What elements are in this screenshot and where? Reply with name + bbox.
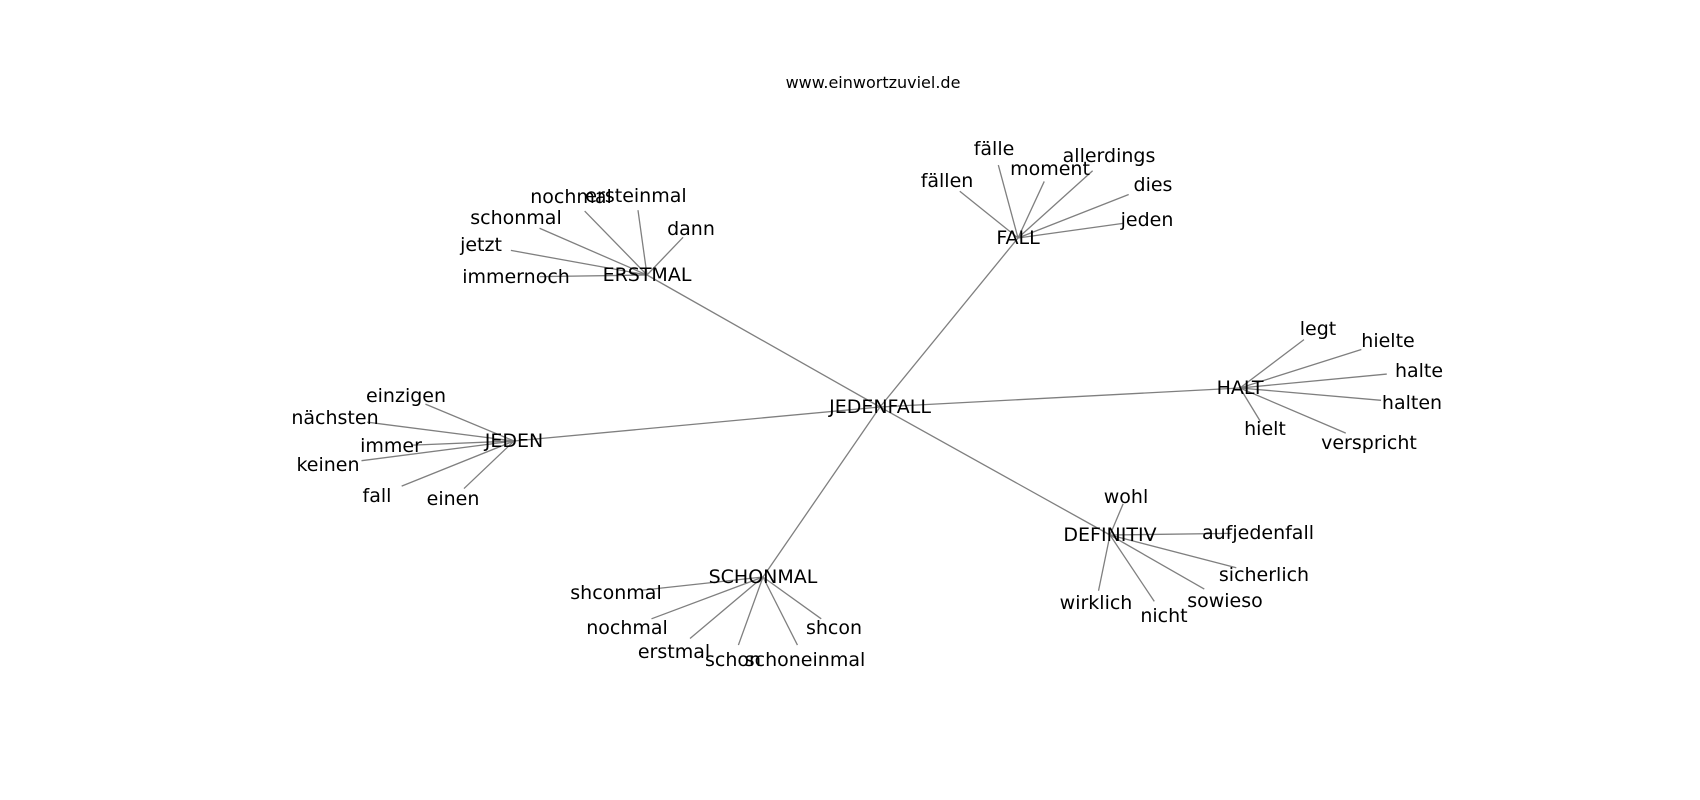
edge-halt-3 bbox=[1239, 387, 1382, 401]
edge-jeden-0 bbox=[425, 403, 515, 442]
edge-definitiv-5 bbox=[1109, 534, 1155, 602]
leaf-node-jeden-0: einzigen bbox=[366, 385, 446, 407]
edge-jeden-2 bbox=[413, 440, 515, 446]
edge-definitiv-2 bbox=[1109, 534, 1237, 569]
leaf-node-halt-3: halten bbox=[1382, 392, 1442, 414]
edge-definitiv-0 bbox=[1109, 503, 1124, 536]
leaf-node-schonmal-4: schoneinmal bbox=[745, 649, 866, 671]
hub-node-erstmal: ERSTMAL bbox=[603, 264, 692, 286]
leaf-node-definitiv-0: wohl bbox=[1104, 486, 1149, 508]
edge-jeden-1 bbox=[367, 421, 515, 442]
edge-fall-5 bbox=[1017, 222, 1124, 239]
leaf-node-jeden-3: keinen bbox=[296, 454, 359, 476]
edge-erstmal-5 bbox=[539, 274, 648, 278]
edge-definitiv-3 bbox=[1109, 534, 1205, 590]
leaf-node-erstmal-3: dann bbox=[667, 218, 715, 240]
edge-erstmal-3 bbox=[646, 236, 684, 276]
leaf-node-halt-2: halte bbox=[1395, 360, 1443, 382]
hub-node-fall: FALL bbox=[996, 227, 1040, 249]
edge-schonmal-5 bbox=[762, 576, 822, 620]
edge-definitiv-4 bbox=[1097, 534, 1111, 591]
leaf-node-erstmal-1: ersteinmal bbox=[585, 185, 686, 207]
leaf-node-jeden-1: nächsten bbox=[291, 407, 378, 429]
root-node-label: JEDENFALL bbox=[828, 396, 931, 418]
edge-fall-2 bbox=[1017, 181, 1045, 239]
leaf-node-schonmal-3: schon bbox=[705, 649, 761, 671]
leaf-node-definitiv-2: sicherlich bbox=[1219, 564, 1309, 586]
edge-halt-5 bbox=[1239, 387, 1347, 434]
leaf-node-fall-3: allerdings bbox=[1063, 145, 1156, 167]
leaf-node-jeden-4: fall bbox=[363, 485, 392, 507]
leaf-node-definitiv-5: nicht bbox=[1140, 605, 1187, 627]
edge-halt-4 bbox=[1239, 387, 1262, 422]
edge-erstmal-1 bbox=[637, 210, 648, 276]
edge-layer bbox=[361, 164, 1387, 646]
leaf-node-halt-0: legt bbox=[1300, 318, 1336, 340]
leaf-node-fall-2: moment bbox=[1010, 158, 1090, 180]
leaf-node-erstmal-5: immernoch bbox=[462, 266, 570, 288]
leaf-node-definitiv-1: aufjedenfall bbox=[1202, 522, 1314, 544]
edge-jeden-4 bbox=[401, 440, 515, 487]
leaf-node-fall-4: dies bbox=[1134, 174, 1173, 196]
edge-halt-2 bbox=[1239, 373, 1387, 389]
edge-fall-0 bbox=[959, 190, 1019, 239]
edge-fall-3 bbox=[1017, 170, 1094, 239]
edge-root-schonmal bbox=[762, 406, 881, 578]
edge-schonmal-3 bbox=[737, 576, 764, 646]
hub-node-jeden: JEDEN bbox=[484, 430, 543, 452]
edge-halt-0 bbox=[1239, 339, 1305, 389]
leaf-node-halt-4: hielt bbox=[1244, 418, 1286, 440]
leaf-node-halt-5: verspricht bbox=[1321, 432, 1417, 454]
leaf-node-fall-5: jeden bbox=[1120, 209, 1174, 231]
hub-node-schonmal: SCHONMAL bbox=[709, 566, 818, 588]
leaf-node-schonmal-0: shconmal bbox=[570, 582, 661, 604]
leaf-node-erstmal-4: jetzt bbox=[459, 234, 502, 256]
hub-node-definitiv: DEFINITIV bbox=[1063, 524, 1156, 546]
leaf-node-erstmal-0: nochmal bbox=[530, 186, 612, 208]
edge-root-jeden bbox=[513, 406, 881, 442]
leaf-node-erstmal-2: schonmal bbox=[470, 207, 561, 229]
edge-jeden-5 bbox=[463, 440, 515, 490]
leaf-node-schonmal-2: erstmal bbox=[638, 641, 710, 663]
leaf-node-definitiv-3: sowieso bbox=[1187, 590, 1263, 612]
label-layer: JEDENFALL FALL fällenfällemomentallerdings… bbox=[291, 138, 1443, 671]
leaf-node-schonmal-5: shcon bbox=[806, 617, 862, 639]
edge-erstmal-0 bbox=[584, 210, 648, 276]
edge-schonmal-0 bbox=[642, 576, 764, 591]
edge-halt-1 bbox=[1239, 348, 1362, 389]
hub-node-halt: HALT bbox=[1217, 377, 1264, 399]
edge-erstmal-4 bbox=[510, 249, 648, 276]
edge-root-halt bbox=[879, 387, 1241, 408]
site-title: www.einwortzuviel.de bbox=[786, 73, 961, 92]
edge-schonmal-4 bbox=[762, 576, 799, 646]
leaf-node-schonmal-1: nochmal bbox=[586, 617, 668, 639]
edge-erstmal-2 bbox=[539, 227, 648, 276]
leaf-node-jeden-2: immer bbox=[360, 435, 422, 457]
edge-root-definitiv bbox=[879, 406, 1111, 536]
leaf-node-jeden-5: einen bbox=[427, 488, 480, 510]
edge-root-erstmal bbox=[646, 274, 881, 408]
leaf-node-fall-0: fällen bbox=[921, 170, 974, 192]
edge-schonmal-2 bbox=[689, 576, 764, 639]
edge-fall-1 bbox=[997, 164, 1019, 239]
edge-definitiv-1 bbox=[1109, 532, 1232, 536]
edge-schonmal-1 bbox=[651, 576, 764, 620]
leaf-node-definitiv-4: wirklich bbox=[1060, 592, 1133, 614]
leaf-node-halt-1: hielte bbox=[1361, 330, 1414, 352]
edge-jeden-3 bbox=[361, 440, 515, 462]
edge-root-fall bbox=[879, 237, 1019, 408]
leaf-node-fall-1: fälle bbox=[974, 138, 1015, 160]
edge-fall-4 bbox=[1017, 193, 1129, 239]
